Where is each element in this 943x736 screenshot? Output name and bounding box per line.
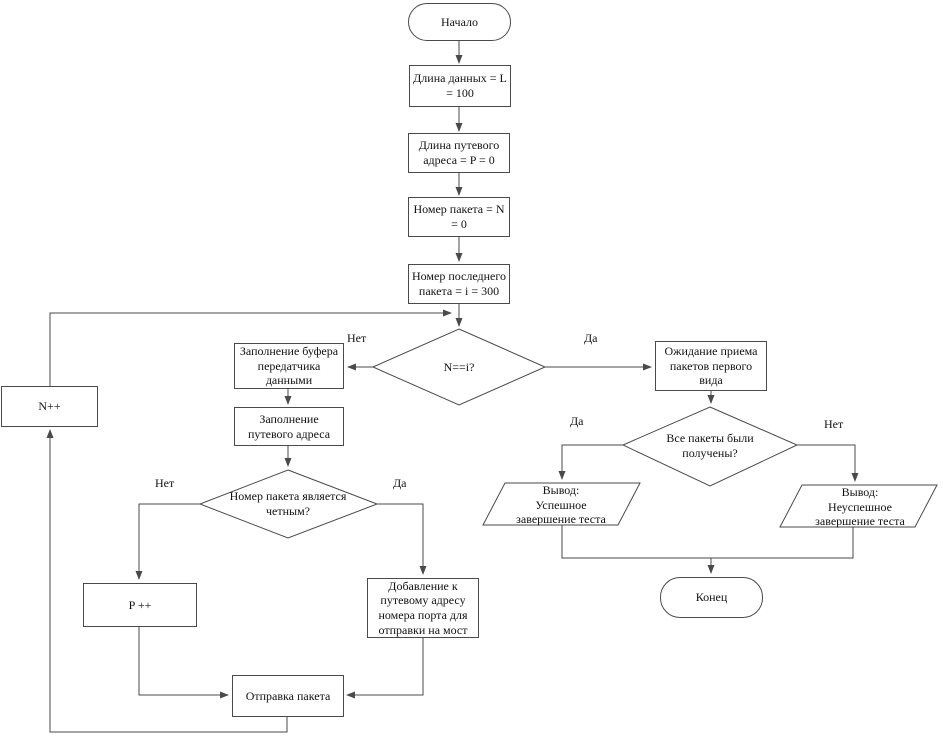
decision-diamond-all-received <box>621 406 799 487</box>
edge-label-all-received-no: Нет <box>824 417 844 431</box>
node-last-packet: Номер последнего пакета = i = 300 <box>408 264 510 304</box>
node-add-port-label: Добавление к путевому адресу номера порт… <box>378 578 468 637</box>
node-output-success-label: Вывод: Успешное завершение теста <box>516 483 606 527</box>
node-add-port: Добавление к путевому адресу номера порт… <box>367 578 479 638</box>
decision-diamond-is-even <box>198 469 379 539</box>
edge-label-n-equals-i-yes: Да <box>584 331 598 345</box>
connector-outputs-merge <box>561 525 854 559</box>
edge-label-n-equals-i-no: Нет <box>347 331 367 345</box>
node-last-packet-label: Номер последнего пакета = i = 300 <box>411 269 507 298</box>
connector-n-increment-loop-back <box>49 309 452 386</box>
connector-send-to-n-increment <box>46 429 288 733</box>
node-all-received-label: Все пакеты были получены? <box>666 431 754 460</box>
io-parallelogram-output-success <box>482 482 641 526</box>
connector-is-even-no-to-p-increment <box>135 503 200 580</box>
node-packet-number-label: Номер пакета = N = 0 <box>413 202 505 231</box>
node-wait-packets: Ожидание приема пакетов первого вида <box>655 341 767 391</box>
node-is-even-decision: Номер пакета является четным? <box>208 488 368 520</box>
node-fill-address-label: Заполнение путевого адреса <box>247 411 331 441</box>
node-n-increment-label: N++ <box>38 399 61 414</box>
node-data-length: Длина данных = L = 100 <box>409 65 511 107</box>
connector-is-even-yes-to-add-port <box>377 503 427 575</box>
node-n-equals-i-label: N==i? <box>443 359 475 374</box>
node-all-received-decision: Все пакеты были получены? <box>630 430 790 462</box>
connector-all-received-yes-to-success <box>558 444 623 480</box>
node-output-success: Вывод: Успешное завершение теста <box>491 483 631 527</box>
node-end-label: Конец <box>695 590 728 605</box>
node-send-packet: Отправка пакета <box>232 675 344 717</box>
edge-label-all-received-yes: Да <box>570 414 584 428</box>
node-send-packet-label: Отправка пакета <box>245 688 331 703</box>
node-packet-number: Номер пакета = N = 0 <box>408 197 510 237</box>
node-p-increment: P ++ <box>83 583 197 627</box>
connector-all-received-no-to-failure <box>797 444 859 482</box>
node-wait-packets-label: Ожидание приема пакетов первого вида <box>664 344 758 388</box>
node-path-length-label: Длина путевого адреса = P = 0 <box>418 138 500 167</box>
node-path-length: Длина путевого адреса = P = 0 <box>408 133 510 173</box>
node-output-failure-label: Вывод: Неуспешное завершение теста <box>815 485 905 529</box>
io-parallelogram-output-failure <box>779 484 938 528</box>
node-start-label: Начало <box>441 14 478 29</box>
node-n-equals-i-decision: N==i? <box>399 358 519 376</box>
node-p-increment-label: P ++ <box>128 597 152 612</box>
edge-label-is-even-yes: Да <box>393 476 407 490</box>
node-fill-buffer: Заполнение буфера передатчика данными <box>234 343 344 389</box>
connector-add-port-to-send <box>346 638 424 699</box>
node-end-terminal: Конец <box>660 577 763 618</box>
connector-p-increment-to-send <box>138 627 229 699</box>
node-is-even-label: Номер пакета является четным? <box>229 489 347 518</box>
node-n-increment: N++ <box>1 386 98 427</box>
node-start-terminal: Начало <box>408 3 511 41</box>
edge-label-is-even-no: Нет <box>155 476 175 490</box>
node-fill-buffer-label: Заполнение буфера передатчика данными <box>239 344 339 388</box>
node-fill-address: Заполнение путевого адреса <box>234 407 344 446</box>
node-output-failure: Вывод: Неуспешное завершение теста <box>790 485 930 529</box>
decision-diamond-n-equals-i <box>371 328 547 406</box>
node-data-length-label: Длина данных = L = 100 <box>413 71 507 100</box>
